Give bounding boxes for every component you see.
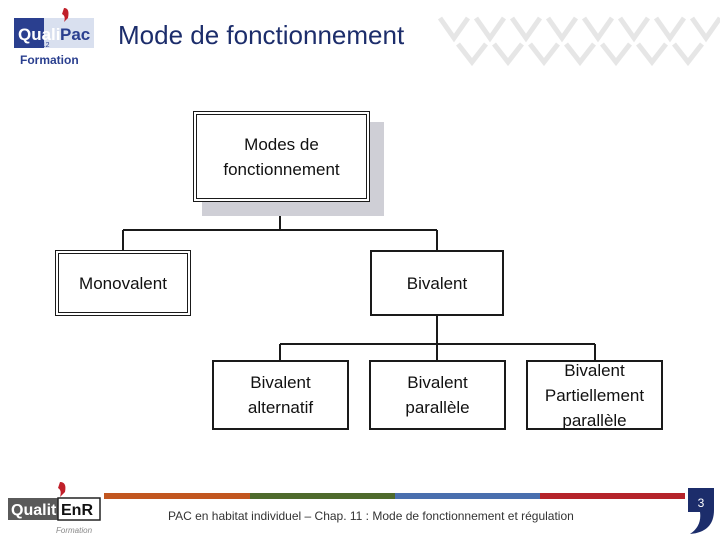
page-number: 3 xyxy=(697,496,705,510)
node-bivalent: Bivalent xyxy=(370,250,504,316)
footer-line-orange xyxy=(104,493,250,499)
footer-line-green xyxy=(250,493,395,499)
page-title: Mode de fonctionnement xyxy=(118,20,405,50)
node-bivalent-parallele: Bivalent parallèle xyxy=(369,360,506,430)
root-node-label: Modes de fonctionnement xyxy=(223,134,340,179)
node-bivalent-partiellement-parallele: Bivalent Partiellement parallèle xyxy=(526,360,663,430)
qualipac-formation-logo: Quali Pac 2012 Formation xyxy=(14,8,94,67)
node-monovalent: Monovalent xyxy=(55,250,191,316)
node-monovalent-label: Monovalent xyxy=(79,273,167,293)
qualitenr-formation-logo: Qualit EnR Formation xyxy=(8,482,101,535)
node-bivalent-alternatif-label: Bivalent alternatif xyxy=(247,373,314,417)
svg-text:Qualit: Qualit xyxy=(11,502,57,519)
svg-text:Quali: Quali xyxy=(18,25,61,44)
root-node: Modes de fonctionnement xyxy=(193,111,370,202)
svg-text:Formation: Formation xyxy=(56,526,93,535)
node-bivalent-parallele-label: Bivalent parallèle xyxy=(405,373,470,417)
svg-text:Formation: Formation xyxy=(20,53,79,67)
svg-text:Pac: Pac xyxy=(60,25,90,44)
svg-text:EnR: EnR xyxy=(61,502,93,519)
page-number-badge xyxy=(688,488,714,534)
svg-text:2012: 2012 xyxy=(34,42,50,49)
node-bivalent-label: Bivalent xyxy=(406,273,468,293)
footer-caption: PAC en habitat individuel – Chap. 11 : M… xyxy=(168,509,574,523)
footer-line-blue xyxy=(395,493,540,499)
header-pattern xyxy=(437,16,720,67)
footer-line-red xyxy=(540,493,685,499)
node-bivalent-alternatif: Bivalent alternatif xyxy=(212,360,349,430)
node-bivalent-partiellement-parallele-label: Bivalent Partiellement parallèle xyxy=(544,360,645,430)
